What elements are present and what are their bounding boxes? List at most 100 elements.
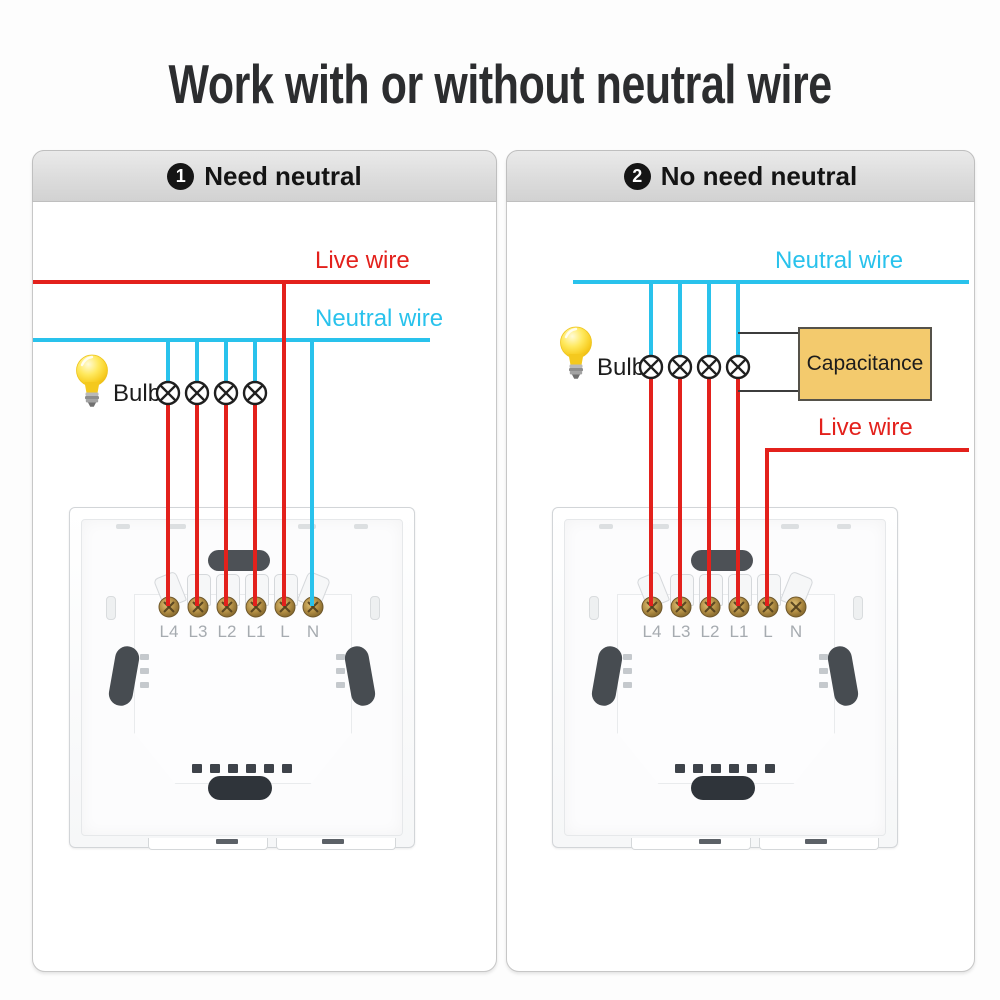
bottom-clip — [216, 839, 238, 844]
lamp-4-load-wire — [253, 402, 257, 606]
step-2-badge: 2 — [623, 162, 651, 190]
lamp-1-load-wire — [166, 402, 170, 606]
vent-square — [246, 764, 256, 773]
bottom-tab — [276, 838, 396, 850]
terminal-label: L4 — [642, 622, 662, 641]
bottom-clip — [322, 839, 344, 844]
vent-square — [192, 764, 202, 773]
mount-tick — [116, 524, 130, 529]
mounting-slot-top — [208, 550, 270, 571]
neutral-feed-wire — [573, 280, 969, 284]
vent-square — [282, 764, 292, 773]
live-drop-wire — [282, 280, 286, 606]
live-feed-wire — [33, 280, 430, 284]
lamp-2-neutral-wire — [195, 338, 199, 384]
lamp-2-neutral-wire — [678, 280, 682, 358]
vent — [623, 654, 632, 660]
bulb-icon — [560, 326, 592, 379]
lamp-4-neutral-wire — [253, 338, 257, 384]
bottom-clip — [699, 839, 721, 844]
terminal-label: N — [789, 622, 803, 641]
live-drop-wire — [765, 448, 769, 606]
bulb-label: Bulb — [597, 354, 646, 381]
neutral-drop-wire — [310, 338, 314, 606]
capacitance-label: Capacitance — [806, 352, 924, 375]
lamp-3-neutral-wire — [707, 280, 711, 358]
side-slot — [589, 596, 599, 620]
wall-switch: L4 L3 L2 L1 L N — [69, 507, 415, 850]
lamp-symbol-icon — [242, 380, 268, 406]
terminal-socket — [216, 574, 240, 606]
mount-tick — [781, 524, 799, 529]
panel-1-title: Need neutral — [204, 160, 362, 191]
lamp-symbol-icon — [155, 380, 181, 406]
mounting-slot-bottom — [691, 776, 755, 800]
step-1-badge: 1 — [167, 162, 195, 190]
vent-square — [747, 764, 757, 773]
live-wire-label: Live wire — [315, 247, 410, 274]
vent — [336, 654, 345, 660]
capacitance-wire-bottom — [738, 390, 798, 392]
panel-1-header: 1 Need neutral — [32, 150, 497, 202]
mounting-slot-top — [691, 550, 753, 571]
vent-square — [228, 764, 238, 773]
mounting-slot-bottom — [208, 776, 272, 800]
lamp-2-load-wire — [195, 402, 199, 606]
terminal-label: L1 — [729, 622, 749, 641]
terminal-screw-L3 — [670, 596, 692, 618]
neutral-wire-label: Neutral wire — [775, 247, 904, 274]
side-slot — [853, 596, 863, 620]
vent — [140, 654, 149, 660]
neutral-feed-wire — [33, 338, 430, 342]
vent — [140, 682, 149, 688]
lamp-symbol-icon — [638, 354, 664, 380]
lamp-symbol-icon — [725, 354, 751, 380]
switch-module — [134, 594, 352, 784]
vent — [336, 682, 345, 688]
vent — [819, 654, 828, 660]
panel-2-header: 2 No need neutral — [506, 150, 975, 202]
terminal-screw-L1 — [245, 596, 267, 618]
live-feed-wire — [765, 448, 969, 452]
vent-square — [264, 764, 274, 773]
lamp-symbol-icon — [696, 354, 722, 380]
terminal-label: L1 — [246, 622, 266, 641]
mount-tick — [599, 524, 613, 529]
terminal-label: L2 — [700, 622, 720, 641]
page-title-text: Work with or without neutral wire — [168, 53, 832, 115]
vent-square — [711, 764, 721, 773]
mount-tick — [651, 524, 669, 529]
vent-square — [693, 764, 703, 773]
capacitance-wire-top — [738, 332, 798, 334]
side-slot — [370, 596, 380, 620]
vent — [336, 668, 345, 674]
terminal-screw-L4 — [641, 596, 663, 618]
bottom-tab — [631, 838, 751, 850]
vent-square — [675, 764, 685, 773]
terminal-label: L — [763, 622, 773, 641]
vent — [140, 668, 149, 674]
terminal-label: N — [306, 622, 320, 641]
panel-no-need-neutral: 2 No need neutral Neutral wire Live wire… — [506, 150, 975, 972]
lamp-symbol-icon — [667, 354, 693, 380]
lamp-symbol-icon — [213, 380, 239, 406]
terminal-label: L4 — [159, 622, 179, 641]
capacitance-box: Capacitance — [798, 327, 932, 401]
lamp-1-neutral-wire — [166, 338, 170, 384]
lamp-1-load-wire — [649, 376, 653, 606]
mount-tick — [298, 524, 316, 529]
neutral-wire-label: Neutral wire — [315, 305, 444, 332]
lamp-4-neutral-wire — [736, 280, 740, 358]
lamp-2-load-wire — [678, 376, 682, 606]
lamp-3-load-wire — [224, 402, 228, 606]
panel-2-title: No need neutral — [660, 160, 858, 191]
terminal-label: L — [280, 622, 290, 641]
mount-tick — [837, 524, 851, 529]
mount-tick — [354, 524, 368, 529]
lamp-3-load-wire — [707, 376, 711, 606]
switch-module — [617, 594, 835, 784]
bottom-tab — [759, 838, 879, 850]
vent — [819, 682, 828, 688]
vent — [623, 682, 632, 688]
vent-square — [210, 764, 220, 773]
